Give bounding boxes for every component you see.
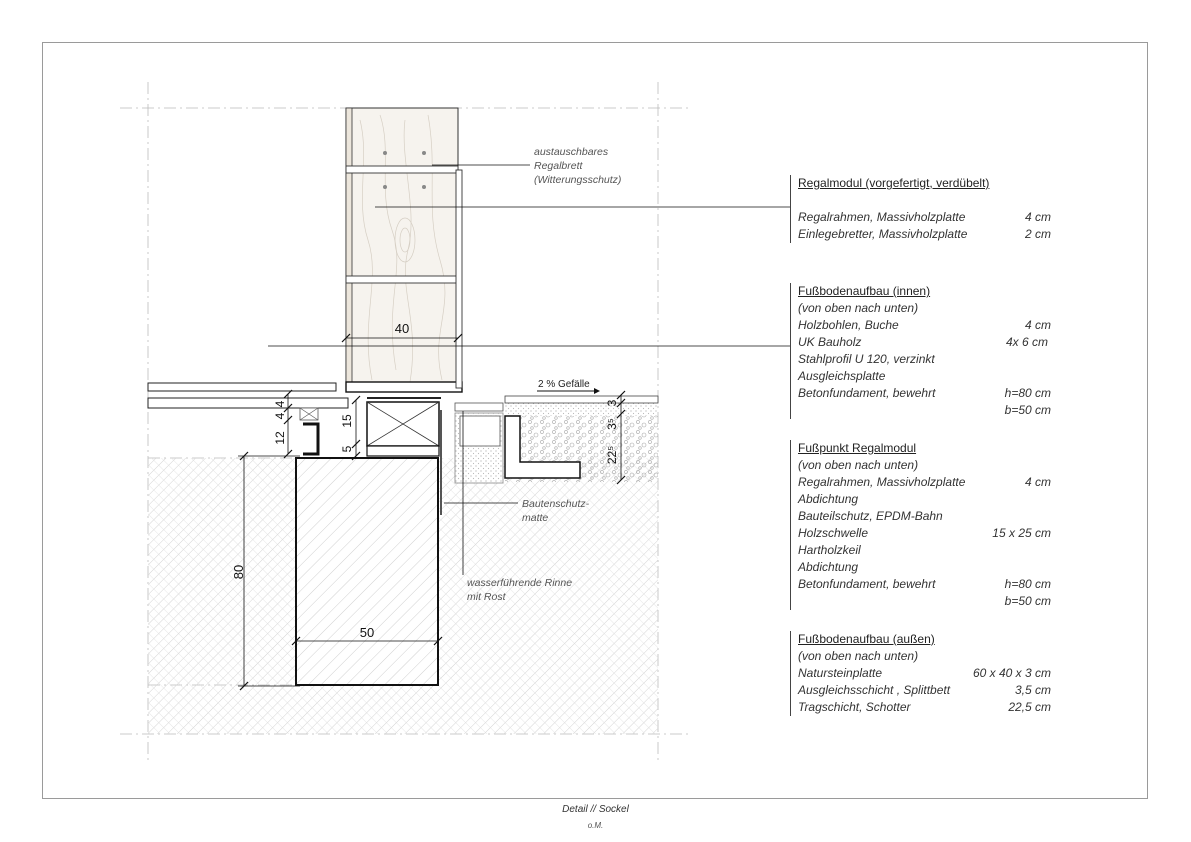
- legend-row: b=50 cm: [1004, 403, 1051, 417]
- concrete-foundation: [295, 457, 439, 686]
- legend-row: Bauteilschutz, EPDM-Bahn: [798, 509, 943, 523]
- dim-foundation-width: 50: [360, 625, 374, 640]
- legend-shelf-module: Regalmodul (vorgefertigt, verdübelt) Reg…: [790, 175, 1051, 243]
- floor-planks: [147, 382, 349, 421]
- legend-bar: [790, 440, 791, 610]
- note-shelf-board: austauschbares Regalbrett (Witterungssch…: [534, 146, 622, 186]
- legend-row: Hartholzkeil: [798, 543, 861, 557]
- dim-wedge: 5: [340, 445, 354, 452]
- dim-gravel: 22⁵: [605, 446, 619, 464]
- legend-subtitle: (von oben nach unten): [798, 458, 919, 472]
- legend-bar: [790, 175, 791, 243]
- legend-bar: [790, 631, 791, 716]
- caption-scale: o.M.: [587, 821, 604, 830]
- legend-subtitle: (von oben nach unten): [798, 649, 919, 663]
- dim-sill-height: 15: [340, 414, 354, 428]
- slope-arrow-icon: [537, 388, 600, 394]
- dim-foundation-height: 80: [231, 565, 246, 579]
- steel-u-profile: [303, 422, 320, 456]
- note-gutter: wasserführende Rinne mit Rost: [467, 577, 573, 603]
- dim-shelf-width: 40: [395, 321, 409, 336]
- stone-plate: [504, 395, 659, 404]
- legend-row: b=50 cm: [1004, 594, 1051, 608]
- legend-bar: [790, 283, 791, 419]
- splitt-layer: [505, 403, 658, 416]
- legend-title: Fußbodenaufbau (außen): [798, 632, 935, 646]
- drawing-frame: [42, 42, 1148, 799]
- dim-steel-profile: 12: [273, 431, 287, 445]
- l-curb: [504, 415, 581, 479]
- note-protection-mat: Bautenschutz- matte: [522, 498, 590, 524]
- legend-row: Abdichtung: [798, 492, 859, 506]
- legend-title: Fußbodenaufbau (innen): [798, 284, 931, 298]
- legend-subtitle: (von oben nach unten): [798, 301, 919, 315]
- legend-row: Ausgleichsplatte: [798, 369, 886, 383]
- dim-leveling: 3⁵: [605, 418, 619, 430]
- legend-shelf-base: Fußpunkt Regalmodul (von oben nach unten…: [790, 440, 1051, 610]
- caption-title: Detail // Sockel: [562, 804, 629, 815]
- dim-stone: 3: [605, 399, 619, 406]
- dim-plank-a: 4: [273, 400, 287, 407]
- legend-title: Fußpunkt Regalmodul: [798, 441, 917, 455]
- timber-sill: [366, 397, 441, 457]
- legend-row: Abdichtung: [798, 560, 859, 574]
- shelf-module: [345, 107, 463, 393]
- legend-floor-inside: Fußbodenaufbau (innen) (von oben nach un…: [790, 283, 1051, 419]
- legend-floor-outside: Fußbodenaufbau (außen) (von oben nach un…: [790, 631, 1051, 716]
- slope-label: 2 % Gefälle: [538, 379, 590, 390]
- legend-row: Stahlprofil U 120, verzinkt: [798, 352, 935, 366]
- legend-title: Regalmodul (vorgefertigt, verdübelt): [798, 176, 990, 190]
- dim-plank-b: 4: [273, 412, 287, 419]
